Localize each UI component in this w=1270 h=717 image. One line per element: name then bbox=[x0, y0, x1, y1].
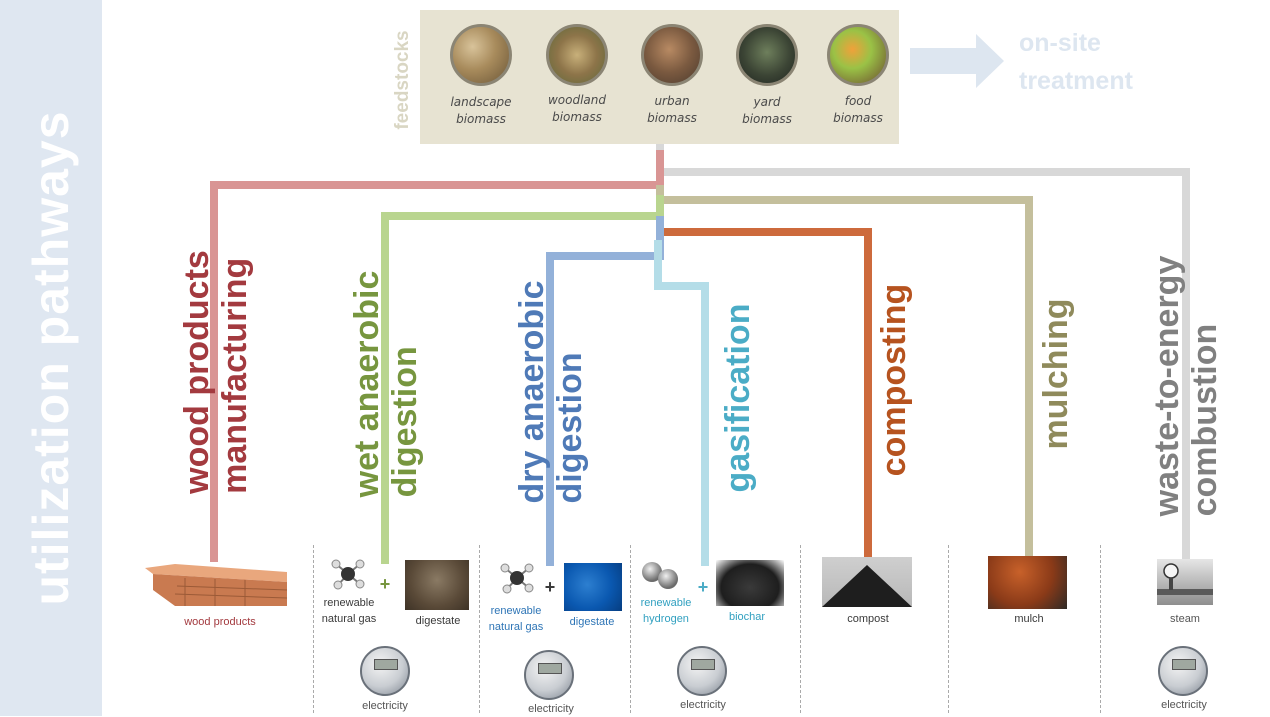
mulch-label: mulch bbox=[1014, 613, 1044, 625]
pathway-title-line1: dry anaerobic bbox=[513, 280, 551, 504]
mulch-image bbox=[988, 556, 1067, 609]
pathway-wood-products-title: wood products manufacturing bbox=[178, 250, 254, 494]
digestate-label: digestate bbox=[569, 616, 615, 628]
electricity-label: electricity bbox=[528, 703, 574, 715]
route-wood-products bbox=[210, 150, 664, 562]
route-composting bbox=[664, 228, 872, 558]
pathway-wet-ad-title: wet anaerobic digestion bbox=[348, 271, 424, 498]
onsite-treatment-label: on-site treatment bbox=[1019, 24, 1199, 100]
route-dry-ad bbox=[546, 216, 664, 566]
pathway-composting-title: composting bbox=[875, 284, 913, 477]
feedstocks-box: landscape biomass woodland biomass urban… bbox=[420, 10, 899, 144]
feedstock-urban: urban biomass bbox=[622, 24, 722, 127]
electricity-label: electricity bbox=[680, 699, 726, 711]
wood-products-label: wood products bbox=[184, 616, 256, 628]
pathway-title-line2: manufacturing bbox=[216, 257, 254, 494]
feedstock-label-line2: biomass bbox=[742, 112, 792, 126]
methane-molecule-icon bbox=[497, 560, 537, 599]
landscape-biomass-icon bbox=[450, 24, 512, 86]
feedstock-label-line2: biomass bbox=[833, 111, 883, 125]
feedstock-label-line2: biomass bbox=[552, 110, 602, 124]
plus-icon: + bbox=[697, 577, 709, 597]
column-divider bbox=[630, 545, 631, 713]
feedstock-food: food biomass bbox=[808, 24, 908, 127]
steam-label: steam bbox=[1170, 613, 1200, 625]
product-label-line2: natural gas bbox=[488, 621, 544, 633]
onsite-line2: treatment bbox=[1019, 67, 1133, 95]
pathway-dry-ad-title: dry anaerobic digestion bbox=[513, 281, 589, 504]
route-gasification bbox=[654, 240, 709, 566]
right-arrow-icon bbox=[910, 34, 1006, 93]
biochar-image bbox=[716, 560, 784, 606]
electricity-meter-icon bbox=[524, 650, 574, 700]
renewable-natural-gas-label: renewable natural gas bbox=[489, 603, 543, 635]
feedstock-woodland: woodland biomass bbox=[527, 24, 627, 126]
digestate-label: digestate bbox=[415, 615, 461, 627]
feedstock-label-line2: biomass bbox=[647, 111, 697, 125]
yard-biomass-icon bbox=[736, 24, 798, 86]
feedstock-label-line1: food bbox=[844, 94, 872, 108]
feedstock-label-line1: woodland bbox=[547, 93, 607, 107]
product-label-line1: renewable bbox=[323, 597, 375, 609]
feedstock-label-line1: yard bbox=[753, 95, 781, 109]
pathway-title-line1: mulching bbox=[1037, 298, 1075, 450]
product-label-line1: renewable bbox=[490, 605, 542, 617]
compost-image bbox=[822, 557, 912, 607]
pathway-title-line1: waste-to-energy bbox=[1148, 255, 1186, 517]
compost-label: compost bbox=[847, 613, 889, 625]
pathway-combustion-title: waste-to-energy combustion bbox=[1148, 256, 1224, 517]
plus-icon: + bbox=[544, 577, 556, 597]
feedstock-yard: yard biomass bbox=[717, 24, 817, 128]
feedstock-label-line2: biomass bbox=[456, 112, 506, 126]
electricity-meter-icon bbox=[360, 646, 410, 696]
digestate-image bbox=[564, 563, 622, 611]
electricity-meter-icon bbox=[1158, 646, 1208, 696]
column-divider bbox=[313, 545, 314, 713]
feedstock-label-line1: urban bbox=[654, 94, 690, 108]
renewable-natural-gas-label: renewable natural gas bbox=[322, 595, 376, 627]
column-divider bbox=[479, 545, 480, 713]
column-divider bbox=[800, 545, 801, 713]
sidebar: utilization pathways bbox=[0, 0, 102, 716]
column-divider bbox=[948, 545, 949, 713]
urban-biomass-icon bbox=[641, 24, 703, 86]
pathway-title-line1: wet anaerobic bbox=[348, 270, 386, 498]
column-divider bbox=[1100, 545, 1101, 713]
product-label-line1: renewable bbox=[640, 597, 692, 609]
onsite-line1: on-site bbox=[1019, 29, 1101, 57]
pathway-title-line1: composting bbox=[875, 283, 913, 477]
pathway-mulching-title: mulching bbox=[1037, 298, 1075, 449]
pathway-title-line1: wood products bbox=[178, 250, 216, 494]
product-label-line2: hydrogen bbox=[643, 613, 689, 625]
hydrogen-molecule-icon bbox=[640, 560, 682, 595]
digestate-image bbox=[405, 560, 469, 610]
plus-icon: + bbox=[379, 574, 391, 594]
electricity-label: electricity bbox=[1161, 699, 1207, 711]
route-mulching bbox=[656, 185, 1033, 558]
feedstocks-label: feedstocks bbox=[392, 30, 413, 130]
renewable-hydrogen-label: renewable hydrogen bbox=[641, 595, 692, 627]
steam-image bbox=[1157, 559, 1213, 605]
electricity-label: electricity bbox=[362, 700, 408, 712]
pathway-title-line2: digestion bbox=[551, 352, 589, 504]
feedstock-label-line1: landscape bbox=[450, 95, 512, 109]
electricity-meter-icon bbox=[677, 646, 727, 696]
route-wet-ad bbox=[381, 195, 664, 564]
pathway-title-line2: combustion bbox=[1186, 323, 1224, 517]
food-biomass-icon bbox=[827, 24, 889, 86]
biochar-label: biochar bbox=[728, 611, 766, 623]
pathway-title-line1: gasification bbox=[719, 303, 757, 493]
product-label-line2: natural gas bbox=[321, 613, 377, 625]
wood-products-image bbox=[145, 560, 290, 615]
pathway-title-line2: digestion bbox=[386, 346, 424, 498]
woodland-biomass-icon bbox=[546, 24, 608, 86]
methane-molecule-icon bbox=[328, 556, 368, 595]
feedstock-landscape: landscape biomass bbox=[431, 24, 531, 128]
pathway-gasification-title: gasification bbox=[719, 304, 757, 493]
